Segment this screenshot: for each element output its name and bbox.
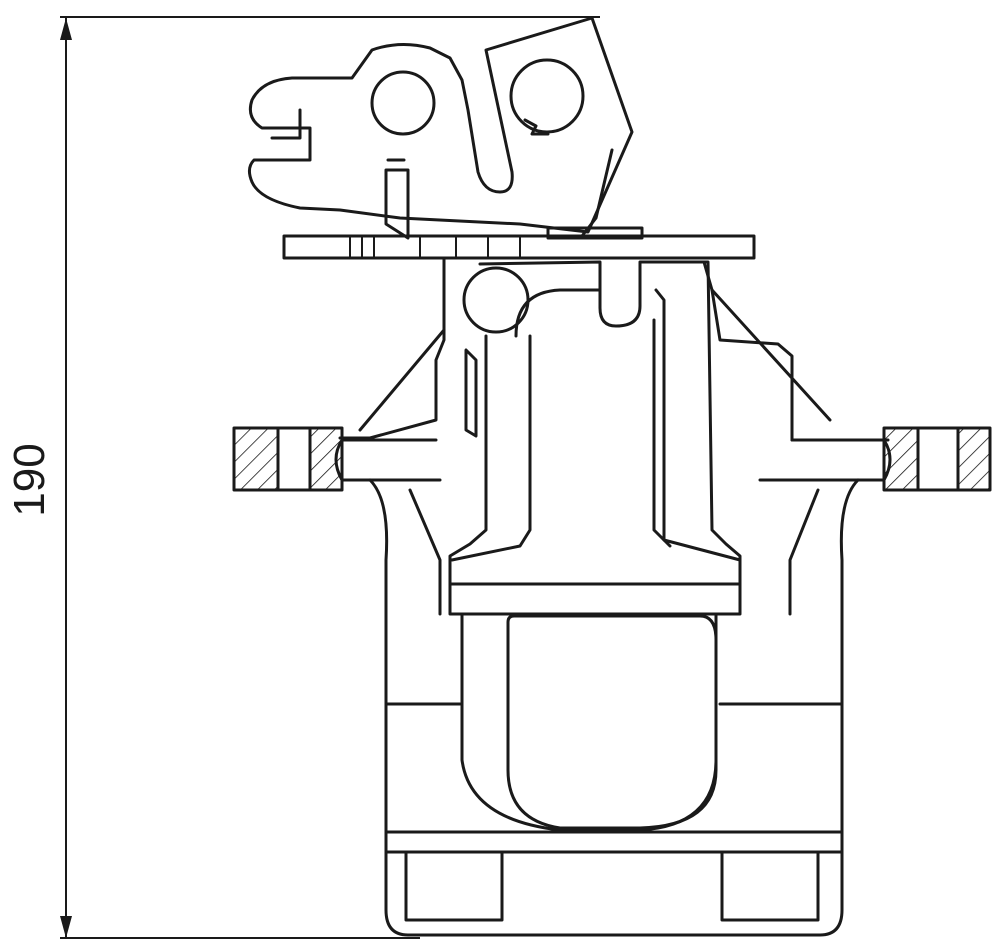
lever-arm-edge — [580, 148, 614, 238]
bleed-screw — [464, 348, 478, 438]
housing-body — [448, 260, 742, 616]
housing-left-edge — [338, 256, 446, 440]
lever-outline — [247, 16, 634, 234]
lever-spring — [384, 168, 410, 240]
right-mounting-ear — [882, 426, 992, 492]
piston — [506, 614, 718, 830]
dimension-arrow-top — [60, 18, 72, 40]
housing-left-diagonal — [358, 328, 446, 432]
housing-inner-right — [652, 318, 672, 548]
housing-channel — [514, 288, 742, 562]
piston-housing — [460, 612, 718, 832]
lower-pad-left — [404, 850, 504, 922]
spline-notch — [523, 118, 550, 136]
caliper-lower-body — [368, 478, 860, 937]
right-ear-outline — [882, 426, 992, 492]
lever-spline-hole — [509, 58, 585, 134]
parking-brake-lever — [247, 16, 634, 240]
lever-slot — [270, 108, 302, 140]
lower-pad-right — [720, 850, 820, 922]
dimension-value: 190 — [5, 443, 54, 516]
plate-tab — [546, 226, 644, 240]
height-dimension: 190 — [5, 16, 600, 939]
lever-pivot-hole — [370, 70, 436, 136]
housing-right-diagonal — [710, 288, 832, 422]
mounting-plate — [282, 226, 756, 260]
housing-right-edge — [702, 260, 890, 442]
housing-inner-left — [450, 334, 532, 562]
left-mounting-ear — [232, 426, 344, 492]
caliper-upper-housing — [338, 256, 890, 616]
lower-body-outline — [368, 478, 860, 937]
left-ear-outline — [232, 426, 344, 492]
ear-necks — [340, 438, 886, 482]
dimension-arrow-bottom — [60, 916, 72, 938]
